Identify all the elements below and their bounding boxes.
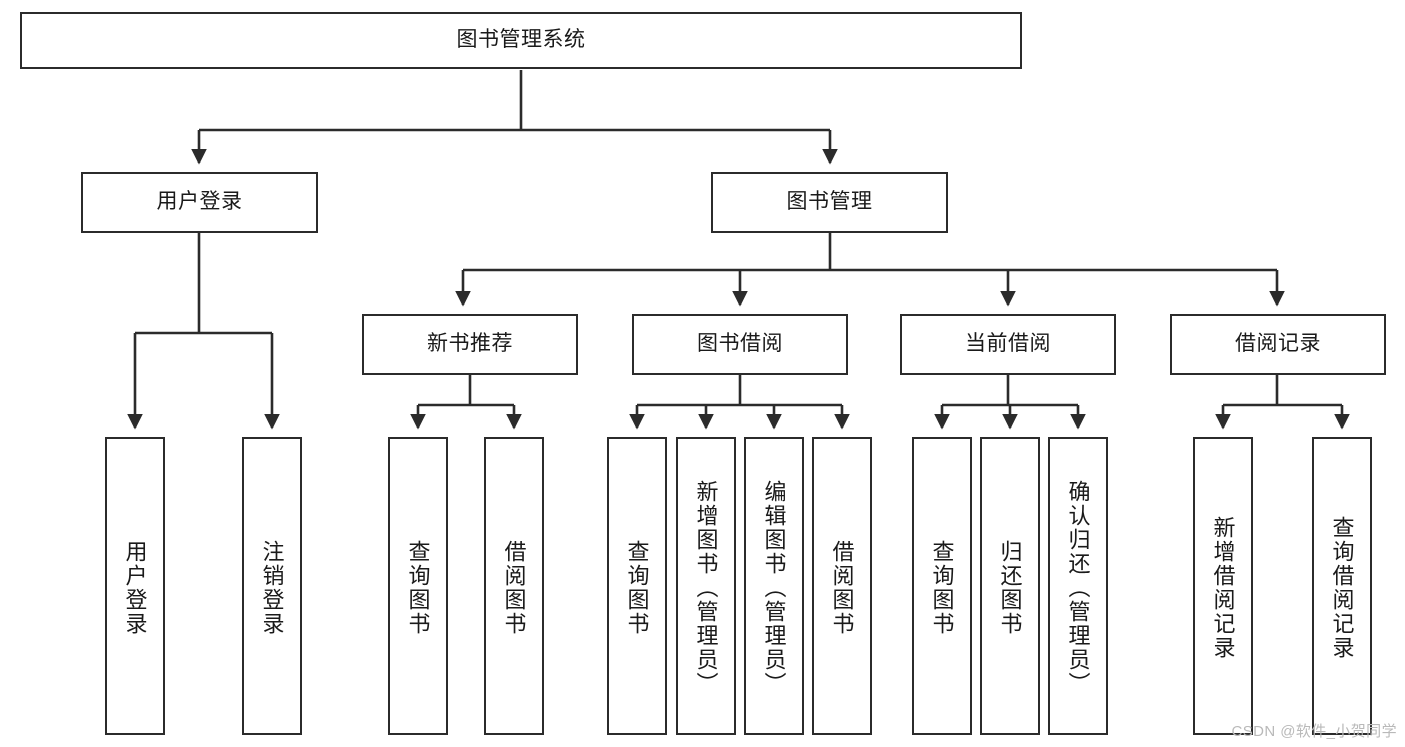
node-leaf-record-add[interactable]: 新增借阅记录 <box>1193 437 1253 735</box>
node-leaf-label: 新增借阅记录 <box>1210 516 1236 660</box>
node-leaf-label: 查询图书 <box>929 540 955 636</box>
node-leaf-current-borrow-query[interactable]: 查询图书 <box>912 437 972 735</box>
node-root-label: 图书管理系统 <box>456 28 586 52</box>
node-leaf-label: 确认归还（管理员） <box>1065 480 1091 696</box>
node-current-borrow[interactable]: 当前借阅 <box>900 314 1116 375</box>
node-leaf-book-borrow-borrow[interactable]: 借阅图书 <box>812 437 872 735</box>
node-leaf-label: 新增图书（管理员） <box>693 480 719 696</box>
node-leaf-user-login-logout[interactable]: 注销登录 <box>242 437 302 735</box>
node-book-manage[interactable]: 图书管理 <box>711 172 948 233</box>
node-leaf-label: 注销登录 <box>259 540 285 636</box>
node-leaf-label: 借阅图书 <box>829 540 855 636</box>
node-leaf-label: 编辑图书（管理员） <box>761 480 787 696</box>
node-book-manage-label: 图书管理 <box>786 190 873 214</box>
node-leaf-label: 借阅图书 <box>501 540 527 636</box>
node-leaf-label: 用户登录 <box>122 540 148 636</box>
csdn-watermark: CSDN @软件_小贺同学 <box>1231 723 1397 740</box>
node-current-borrow-label: 当前借阅 <box>965 332 1051 356</box>
node-leaf-label: 查询借阅记录 <box>1329 516 1355 660</box>
node-leaf-label: 归还图书 <box>997 540 1023 636</box>
node-borrow-record[interactable]: 借阅记录 <box>1170 314 1386 375</box>
node-leaf-record-query[interactable]: 查询借阅记录 <box>1312 437 1372 735</box>
node-book-borrow-label: 图书借阅 <box>697 332 783 356</box>
node-root[interactable]: 图书管理系统 <box>20 12 1022 69</box>
node-user-login-label: 用户登录 <box>156 190 243 214</box>
node-leaf-book-borrow-edit[interactable]: 编辑图书（管理员） <box>744 437 804 735</box>
node-leaf-book-borrow-query[interactable]: 查询图书 <box>607 437 667 735</box>
node-borrow-record-label: 借阅记录 <box>1235 332 1321 356</box>
node-book-borrow[interactable]: 图书借阅 <box>632 314 848 375</box>
node-leaf-current-borrow-return[interactable]: 归还图书 <box>980 437 1040 735</box>
node-new-book-recommend-label: 新书推荐 <box>427 332 513 356</box>
node-leaf-user-login-login[interactable]: 用户登录 <box>105 437 165 735</box>
node-leaf-new-book-query[interactable]: 查询图书 <box>388 437 448 735</box>
node-leaf-current-borrow-confirm[interactable]: 确认归还（管理员） <box>1048 437 1108 735</box>
node-leaf-new-book-borrow[interactable]: 借阅图书 <box>484 437 544 735</box>
node-leaf-label: 查询图书 <box>624 540 650 636</box>
node-leaf-book-borrow-add[interactable]: 新增图书（管理员） <box>676 437 736 735</box>
node-user-login[interactable]: 用户登录 <box>81 172 318 233</box>
node-leaf-label: 查询图书 <box>405 540 431 636</box>
node-new-book-recommend[interactable]: 新书推荐 <box>362 314 578 375</box>
